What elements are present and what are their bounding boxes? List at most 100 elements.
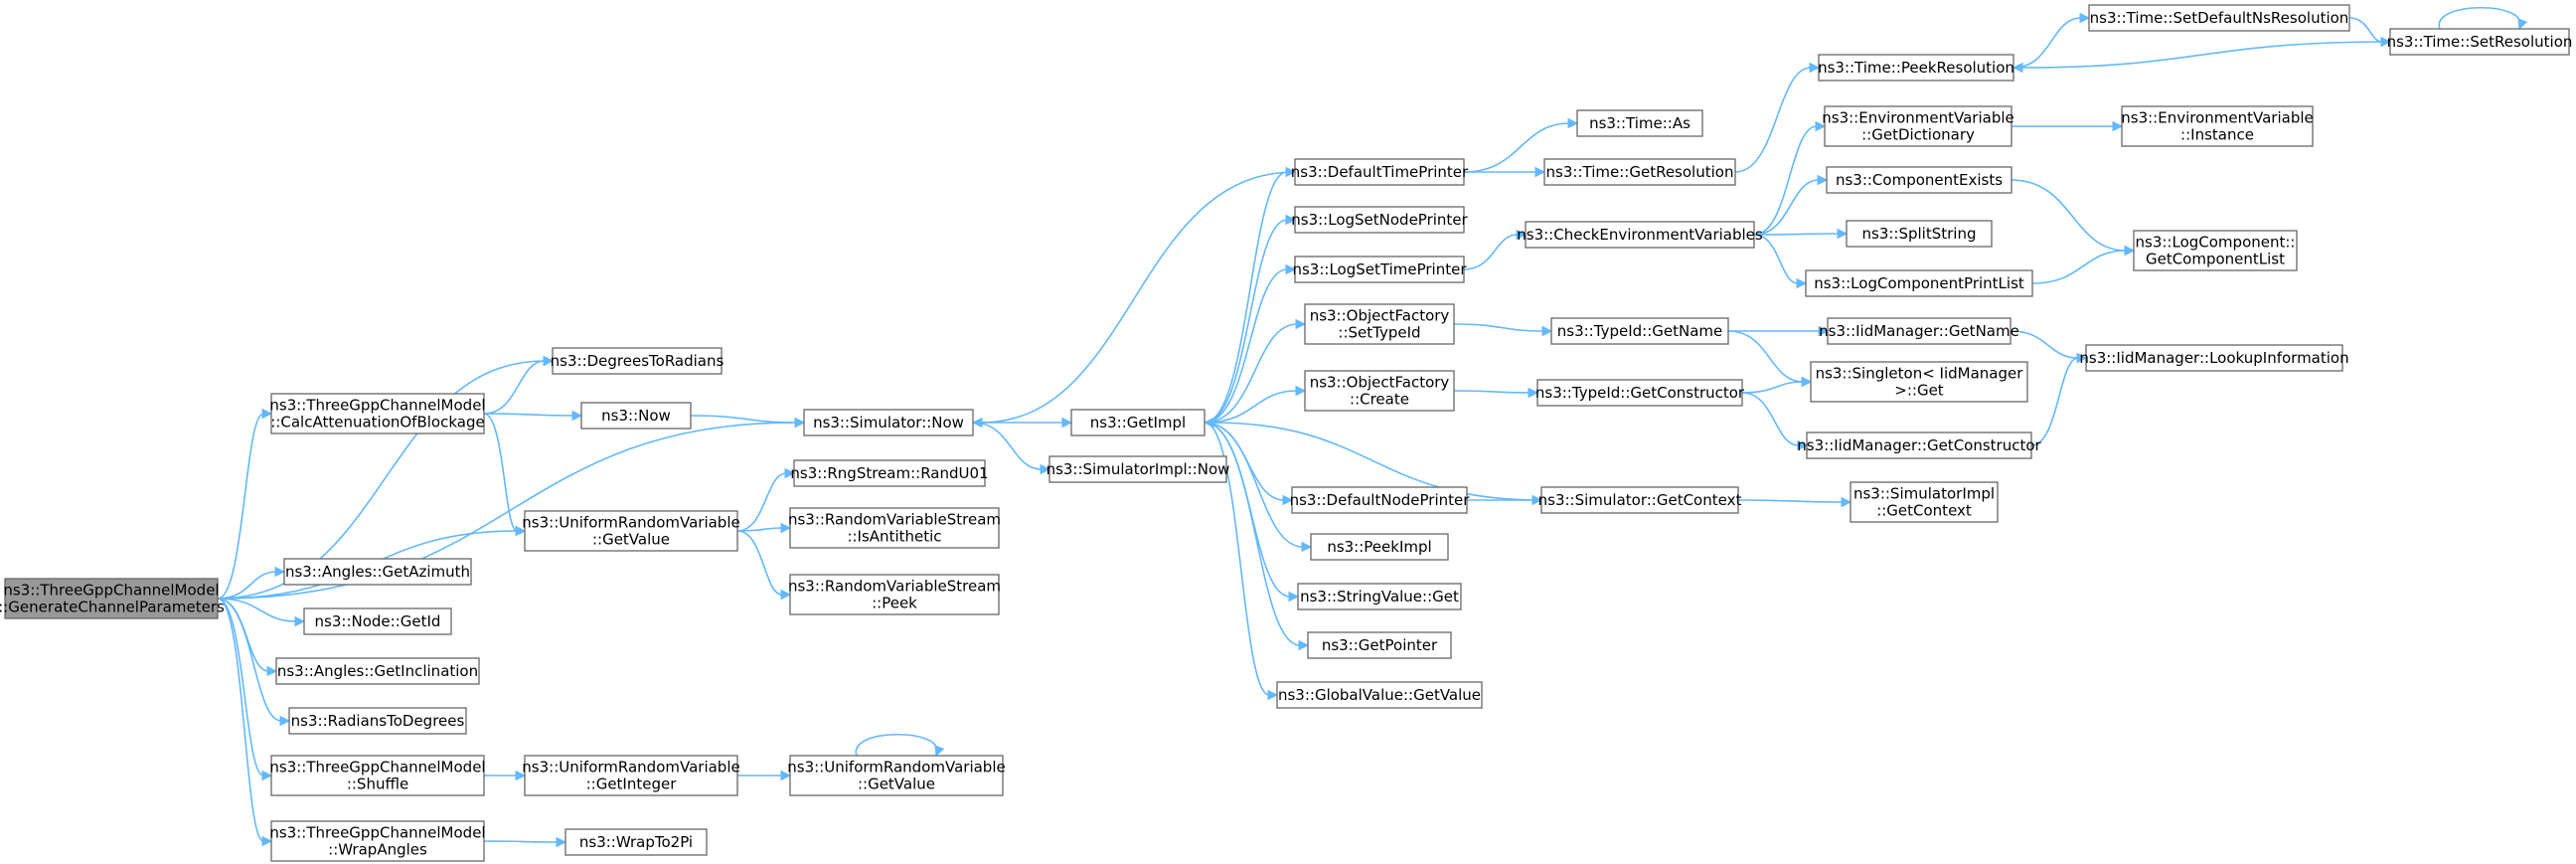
- node-box: [1826, 166, 2012, 194]
- node-logcompgetlist[interactable]: ns3::LogComponent::GetComponentList: [2133, 230, 2298, 271]
- node-box: [1297, 583, 1462, 610]
- node-box: [1070, 409, 1206, 436]
- edge-ofcreate-to-typeidgetctor: [1453, 390, 1530, 394]
- node-peekimpl[interactable]: ns3::PeekImpl: [1310, 533, 1449, 561]
- node-deg2rad[interactable]: ns3::DegreesToRadians: [551, 347, 724, 375]
- node-globalvalueget[interactable]: ns3::GlobalValue::GetValue: [1276, 681, 1483, 709]
- node-typeidgetname[interactable]: ns3::TypeId::GetName: [1550, 317, 1729, 345]
- edge-arrowhead: [1567, 117, 1579, 129]
- node-box: [564, 828, 708, 856]
- node-box: [524, 755, 738, 796]
- edge-checkenv-to-logcompprint: [1753, 234, 1799, 284]
- node-iidgetname[interactable]: ns3::IidManager::GetName: [1819, 317, 2019, 345]
- node-label: ns3::Singleton< IidManager: [1816, 365, 2024, 383]
- node-logsettime[interactable]: ns3::LogSetTimePrinter: [1292, 256, 1467, 283]
- node-logcompprint[interactable]: ns3::LogComponentPrintList: [1805, 269, 2033, 297]
- node-box: [803, 409, 974, 436]
- node-simimplnow[interactable]: ns3::SimulatorImpl::Now: [1046, 455, 1230, 483]
- node-urvgetvalue[interactable]: ns3::UniformRandomVariable::GetValue: [522, 510, 740, 552]
- node-box: [275, 657, 480, 685]
- edge-iidgetname-to-iidlookup: [2010, 330, 2079, 359]
- node-getincl[interactable]: ns3::Angles::GetInclination: [275, 657, 480, 685]
- edge-arrowhead: [1815, 120, 1827, 132]
- node-box: [2133, 230, 2298, 271]
- edge-arrowhead: [543, 355, 555, 367]
- node-stringvalueget[interactable]: ns3::StringValue::Get: [1297, 583, 1462, 610]
- node-urvgetvalue2[interactable]: ns3::UniformRandomVariable::GetValue: [787, 755, 1006, 796]
- node-label: GetComponentList: [2146, 251, 2285, 268]
- node-splitstring[interactable]: ns3::SplitString: [1846, 220, 1993, 248]
- edge-arrowhead: [971, 417, 983, 429]
- node-timegetres[interactable]: ns3::Time::GetResolution: [1543, 158, 1736, 186]
- node-defnodeprinter[interactable]: ns3::DefaultNodePrinter: [1290, 486, 1471, 514]
- node-singletonget[interactable]: ns3::Singleton< IidManager >::Get: [1810, 361, 2028, 403]
- node-rad2deg[interactable]: ns3::RadiansToDegrees: [288, 707, 467, 735]
- node-timeas[interactable]: ns3::Time::As: [1576, 109, 1703, 137]
- node-typeidgetctor[interactable]: ns3::TypeId::GetConstructor: [1535, 379, 1745, 407]
- node-nodegetid[interactable]: ns3::Node::GetId: [303, 607, 452, 635]
- node-label: ns3::ObjectFactory: [1310, 374, 1450, 392]
- edge-arrowhead: [2012, 62, 2023, 74]
- node-ofcreate[interactable]: ns3::ObjectFactory::Create: [1304, 370, 1455, 412]
- node-label: ns3::SplitString: [1862, 225, 1977, 243]
- edge-arrowhead: [934, 745, 945, 758]
- node-iidlookup[interactable]: ns3::IidManager::LookupInformation: [2079, 344, 2349, 372]
- edge-arrowhead: [515, 525, 527, 537]
- node-timesetres[interactable]: ns3::Time::SetResolution: [2387, 28, 2573, 56]
- node-timepeekres[interactable]: ns3::Time::PeekResolution: [1818, 54, 2014, 82]
- node-root[interactable]: ns3::ThreeGppChannelModel::GenerateChann…: [0, 578, 225, 619]
- node-envgetdict[interactable]: ns3::EnvironmentVariable::GetDictionary: [1822, 105, 2014, 147]
- node-getazimuth[interactable]: ns3::Angles::GetAzimuth: [283, 558, 472, 586]
- edge-urvgetvalue-to-rvspeek: [736, 530, 783, 596]
- node-shuffle[interactable]: ns3::ThreeGppChannelModel::Shuffle: [269, 755, 486, 796]
- node-box: [789, 507, 1000, 549]
- node-simgetctx[interactable]: ns3::Simulator::GetContext: [1538, 486, 1742, 514]
- node-wrapto2pi[interactable]: ns3::WrapTo2Pi: [564, 828, 708, 856]
- edge-arrowhead: [1796, 277, 1808, 289]
- node-box: [2088, 4, 2350, 32]
- edge-getimpl-to-logsetnode: [1204, 219, 1288, 424]
- node-deftimeprinter[interactable]: ns3::DefaultTimePrinter: [1291, 158, 1469, 186]
- node-box: [1818, 54, 2014, 82]
- node-wrapangles[interactable]: ns3::ThreeGppChannelModel::WrapAngles: [269, 820, 486, 862]
- edge-root-to-shuffle: [217, 598, 264, 777]
- node-label: ns3::RandomVariableStream: [788, 511, 1001, 529]
- node-label: ns3::Time::PeekResolution: [1818, 59, 2014, 77]
- node-ofsettypeid[interactable]: ns3::ObjectFactory::SetTypeId: [1304, 303, 1455, 345]
- edge-typeidgetctor-to-iidgetctor: [1741, 392, 1800, 446]
- node-label: ns3::WrapTo2Pi: [579, 833, 693, 851]
- node-randu01[interactable]: ns3::RngStream::RandU01: [790, 459, 989, 487]
- edge-arrowhead: [279, 715, 291, 727]
- node-box: [1307, 631, 1452, 659]
- node-label: ns3::Angles::GetAzimuth: [285, 563, 470, 581]
- edge-getimpl-to-logsettime: [1204, 268, 1288, 424]
- node-isanti[interactable]: ns3::RandomVariableStream::IsAntithetic: [788, 507, 1001, 549]
- edge-logsettime-to-checkenv: [1463, 234, 1519, 270]
- edge-arrowhead: [780, 522, 792, 534]
- edges-layer: [217, 7, 2528, 848]
- node-iidgetctor[interactable]: ns3::IidManager::GetConstructor: [1797, 432, 2042, 459]
- node-calcatt[interactable]: ns3::ThreeGppChannelModel::CalcAttenuati…: [269, 393, 486, 434]
- node-checkenv[interactable]: ns3::CheckEnvironmentVariables: [1517, 221, 1763, 249]
- node-now[interactable]: ns3::Now: [580, 402, 692, 430]
- node-urvgetint[interactable]: ns3::UniformRandomVariable::GetInteger: [522, 755, 740, 796]
- node-simnow[interactable]: ns3::Simulator::Now: [803, 409, 974, 436]
- edge-ofsettypeid-to-typeidgetname: [1453, 323, 1544, 332]
- edge-deftimeprinter-to-timeas: [1463, 122, 1570, 173]
- node-label: ns3::TypeId::GetName: [1557, 322, 1722, 340]
- node-box: [1846, 220, 1993, 248]
- node-rvspeek[interactable]: ns3::RandomVariableStream::Peek: [788, 574, 1001, 615]
- node-simimplgetctx[interactable]: ns3::SimulatorImpl::GetContext: [1850, 481, 1999, 523]
- edge-arrowhead: [274, 566, 286, 578]
- node-box: [270, 393, 485, 434]
- node-envinstance[interactable]: ns3::EnvironmentVariable::Instance: [2121, 105, 2314, 147]
- edge-timesetres-to-timepeekres: [2020, 41, 2391, 69]
- edge-arrowhead: [1841, 496, 1852, 508]
- node-logsetnode[interactable]: ns3::LogSetNodePrinter: [1291, 206, 1469, 234]
- node-timesetdefns[interactable]: ns3::Time::SetDefaultNsResolution: [2088, 4, 2350, 32]
- node-compexists[interactable]: ns3::ComponentExists: [1826, 166, 2012, 194]
- edge-checkenv-to-envgetdict: [1753, 125, 1818, 236]
- node-getpointer[interactable]: ns3::GetPointer: [1307, 631, 1452, 659]
- edge-arrowhead: [1818, 325, 1830, 337]
- node-getimpl[interactable]: ns3::GetImpl: [1070, 409, 1206, 436]
